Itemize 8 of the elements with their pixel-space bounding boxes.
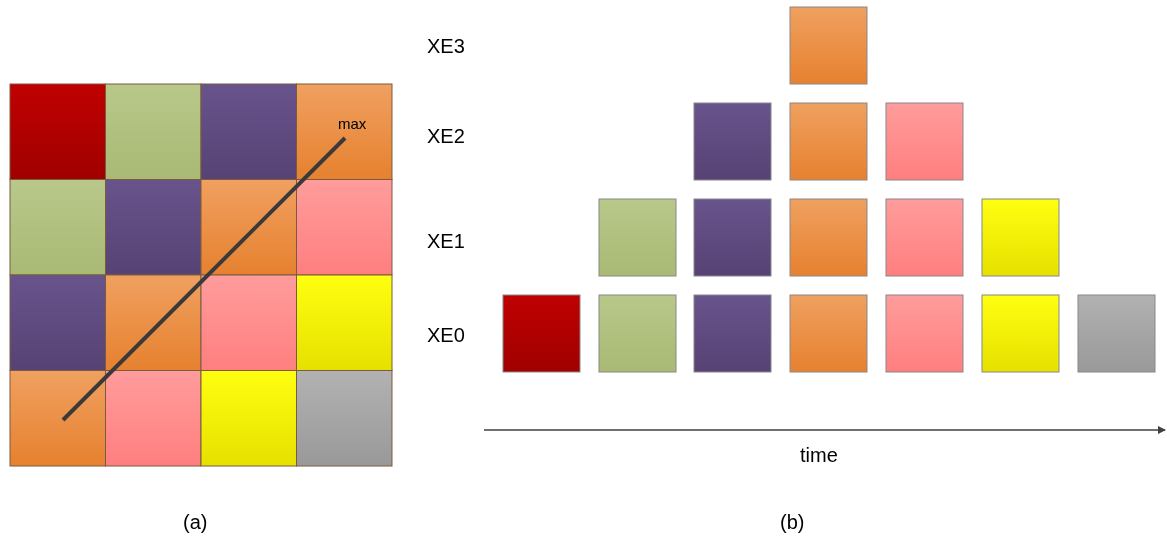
row-label: XE1 [427, 231, 465, 251]
line-label: max [338, 116, 367, 131]
axis-label: time [800, 445, 838, 465]
row-label: XE0 [427, 325, 465, 345]
row-label: XE2 [427, 126, 465, 146]
panel-label: (a) [183, 512, 208, 532]
row-label: XE3 [427, 36, 465, 56]
panel-label: (b) [780, 512, 805, 532]
